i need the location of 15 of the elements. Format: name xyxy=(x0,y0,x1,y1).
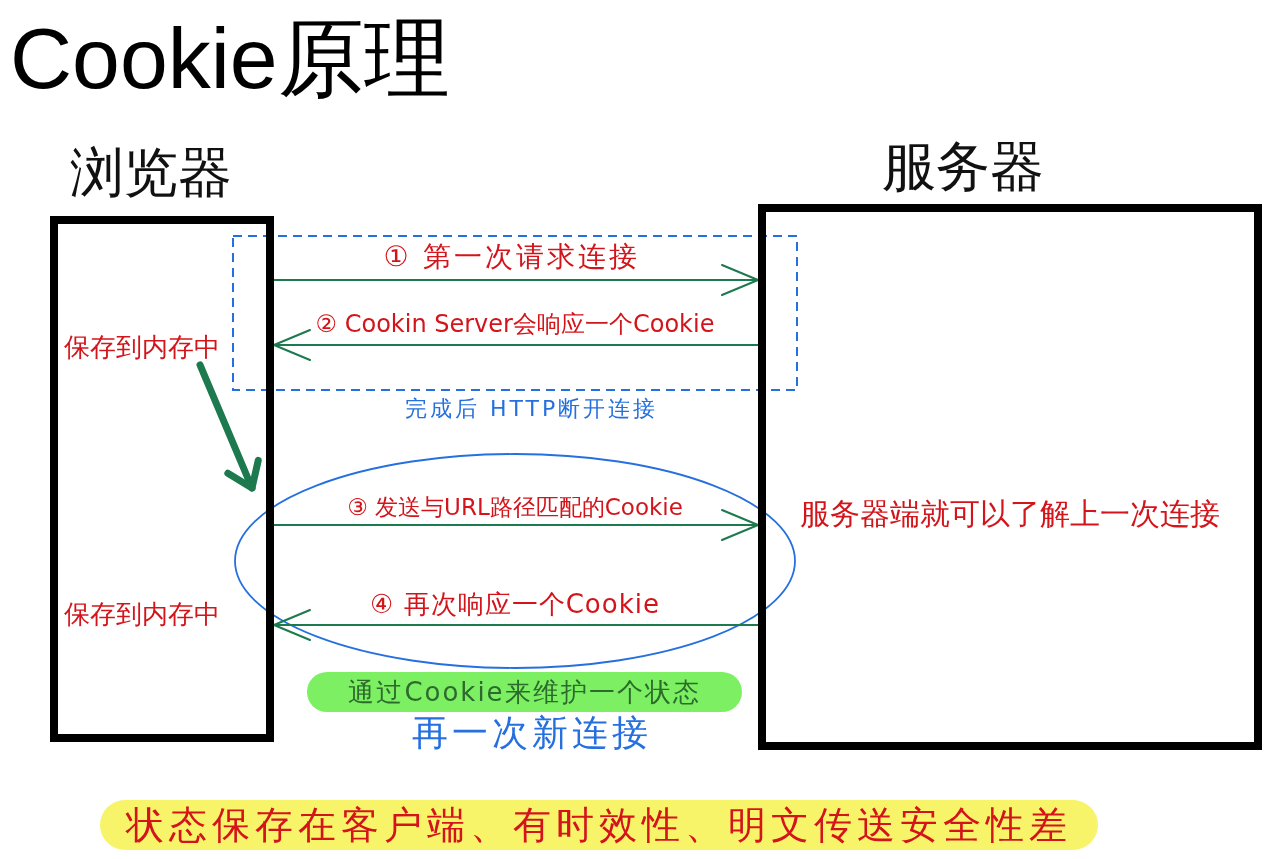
column-heading: 服务器 xyxy=(882,136,1044,199)
column-heading: 浏览器 xyxy=(70,142,232,205)
arrow xyxy=(196,361,262,492)
note-text: 服务器端就可以了解上一次连接 xyxy=(800,497,1220,532)
arrow xyxy=(273,329,759,361)
note-text: 保存到内存中 xyxy=(64,600,220,630)
highlighted-note: 通过Cookie来维护一个状态 xyxy=(307,672,742,712)
highlighted-note: 状态保存在客户端、有时效性、明文传送安全性差 xyxy=(100,800,1098,850)
group-caption: 再一次新连接 xyxy=(412,712,652,754)
group-caption: 完成后 HTTP断开连接 xyxy=(405,396,659,422)
note-text: 保存到内存中 xyxy=(64,333,220,363)
arrow xyxy=(273,264,759,296)
title: Cookie原理 xyxy=(10,9,450,108)
arrow xyxy=(273,509,759,541)
arrow xyxy=(273,609,759,641)
